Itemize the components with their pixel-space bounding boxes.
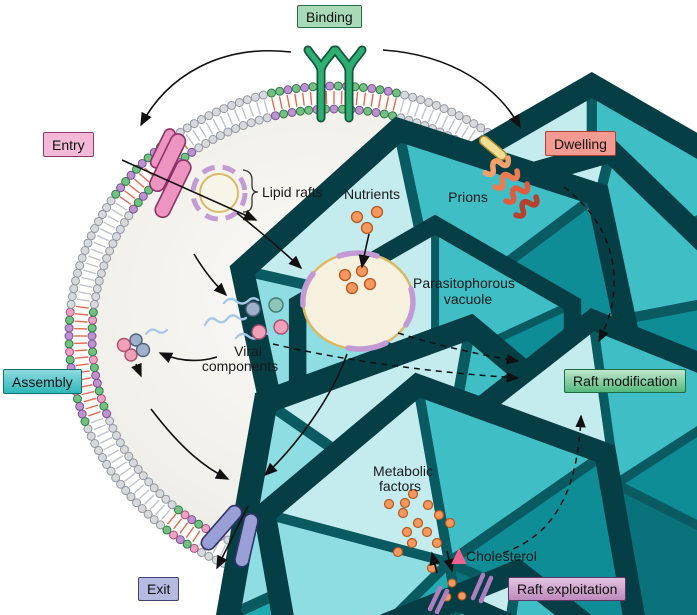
dashed-cholesterol-to-raftmod bbox=[502, 414, 586, 554]
cholesterol-label: Cholesterol bbox=[466, 548, 537, 564]
prions-label: Prions bbox=[448, 189, 488, 205]
arrow-assembly-down bbox=[131, 362, 142, 378]
viral-components-cluster bbox=[203, 297, 289, 340]
arrow-components-to-assembly bbox=[158, 352, 218, 363]
parasitophorous-vacuole-label: Parasitophorous bbox=[413, 275, 515, 291]
stage-label-raft-modification: Raft modification bbox=[564, 369, 687, 393]
arrow-assembly-to-exit bbox=[150, 408, 230, 480]
parasitophorous-vacuole bbox=[300, 250, 697, 615]
arrow-virus-to-components bbox=[193, 253, 228, 297]
stage-label-binding: Binding bbox=[297, 5, 362, 28]
arrow-entry bbox=[121, 159, 258, 221]
raft-exploitation-virus bbox=[427, 572, 494, 615]
nutrient-dots bbox=[350, 205, 384, 235]
metabolic-factors-label: factors bbox=[379, 478, 421, 494]
stage-label-entry: Entry bbox=[43, 132, 94, 157]
nutrient-dots bbox=[338, 264, 377, 295]
flow-arrows bbox=[121, 49, 521, 570]
dashed-arrows bbox=[272, 186, 615, 554]
arrow-vesicle-to-vacuole bbox=[236, 212, 303, 270]
viral-components-label: Viral bbox=[234, 343, 262, 359]
metabolic-factors-label: Metabolic bbox=[373, 463, 433, 479]
binding-receptors bbox=[303, 45, 367, 123]
lipid-raft-vesicle bbox=[190, 164, 574, 544]
assembly-cluster bbox=[116, 328, 169, 362]
lipid-rafts-bracket bbox=[242, 169, 259, 213]
dashed-dwelling-to-raftmod bbox=[563, 186, 615, 343]
arrow-binding-to-entry bbox=[140, 50, 292, 127]
arrow-exit bbox=[216, 505, 249, 570]
arrow-binding-to-dwelling bbox=[382, 49, 521, 129]
stage-label-dwelling: Dwelling bbox=[545, 131, 616, 156]
raft-fragments bbox=[427, 572, 494, 615]
stage-label-exit: Exit bbox=[138, 577, 180, 601]
nutrients-label: Nutrients bbox=[344, 186, 400, 202]
exit-channel bbox=[200, 504, 259, 568]
arrow-nutrients bbox=[358, 233, 370, 269]
viral-components-label: components bbox=[202, 358, 278, 374]
stage-label-assembly: Assembly bbox=[3, 369, 82, 394]
parasitophorous-vacuole-label: vacuole bbox=[444, 291, 492, 307]
metabolic-dots bbox=[383, 488, 456, 574]
arrow-vacuole-to-exit bbox=[263, 353, 348, 477]
dashed-components-to-raftmod bbox=[272, 343, 520, 383]
cholesterol-arrow bbox=[451, 547, 467, 565]
stage-label-raft-exploitation: Raft exploitation bbox=[508, 577, 627, 601]
dashed-vacuole-to-raftmod bbox=[397, 332, 520, 365]
prion-fibrils bbox=[478, 135, 540, 219]
lipid-rafts-label: Lipid rafts bbox=[262, 184, 323, 200]
cholesterol-flux-arrows bbox=[429, 550, 455, 574]
